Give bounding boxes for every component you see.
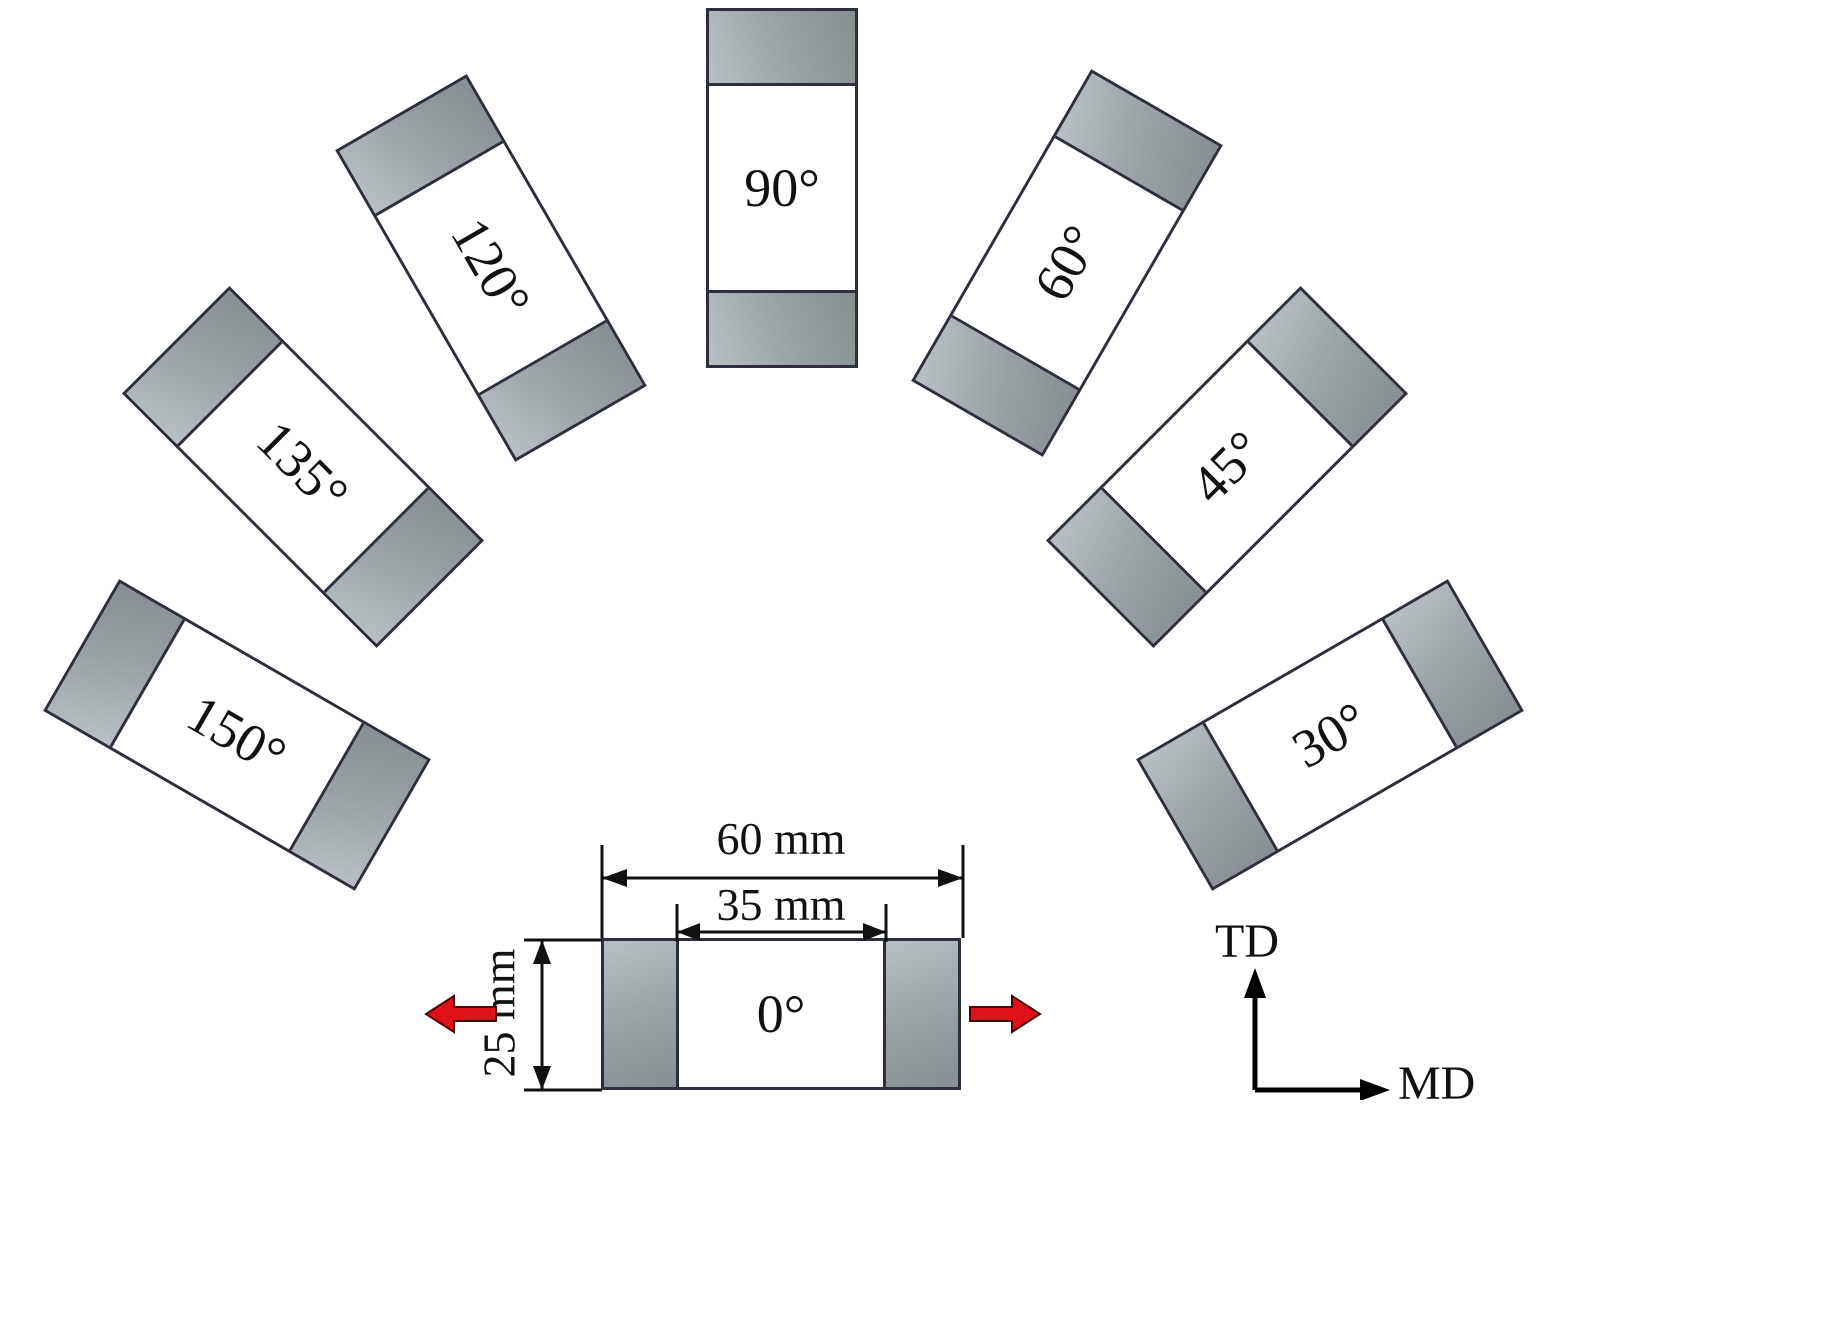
gauge-length-dimension-label: 35 mm	[716, 879, 846, 930]
specimen-angle-label: 60°	[1022, 215, 1112, 311]
grip-section	[883, 941, 958, 1087]
load-arrow-left-icon	[424, 994, 497, 1034]
grip-section	[709, 290, 855, 365]
specimen-0: 0°	[601, 938, 961, 1090]
grip-section	[604, 941, 679, 1087]
specimen-angle-label: 135°	[245, 409, 361, 525]
td-md-axes	[1244, 968, 1390, 1100]
specimen-60: 60°	[911, 69, 1223, 457]
specimen-angle-label: 120°	[439, 208, 543, 328]
td-axis-label: TD	[1215, 915, 1279, 968]
specimen-120: 120°	[335, 74, 647, 462]
specimen-angle-label: 150°	[177, 683, 297, 787]
overall-length-dimension-line	[600, 845, 965, 938]
specimen-angle-label: 90°	[744, 158, 820, 219]
overall-length-dimension-label: 60 mm	[716, 813, 846, 864]
load-arrow-right-icon	[969, 994, 1042, 1034]
grip-section	[709, 11, 855, 86]
specimen-135: 135°	[121, 285, 485, 649]
specimen-angle-label: 45°	[1179, 419, 1275, 515]
md-axis-label: MD	[1398, 1057, 1476, 1110]
gauge-section: 90°	[709, 86, 855, 290]
specimen-30: 30°	[1136, 579, 1524, 891]
width-dimension-line	[524, 938, 602, 1092]
specimen-angle-label: 30°	[1282, 690, 1378, 780]
gauge-section: 0°	[679, 941, 883, 1087]
specimen-90: 90°	[706, 8, 858, 368]
gauge-length-dimension-line	[675, 904, 888, 942]
specimen-angle-label: 0°	[756, 984, 806, 1044]
